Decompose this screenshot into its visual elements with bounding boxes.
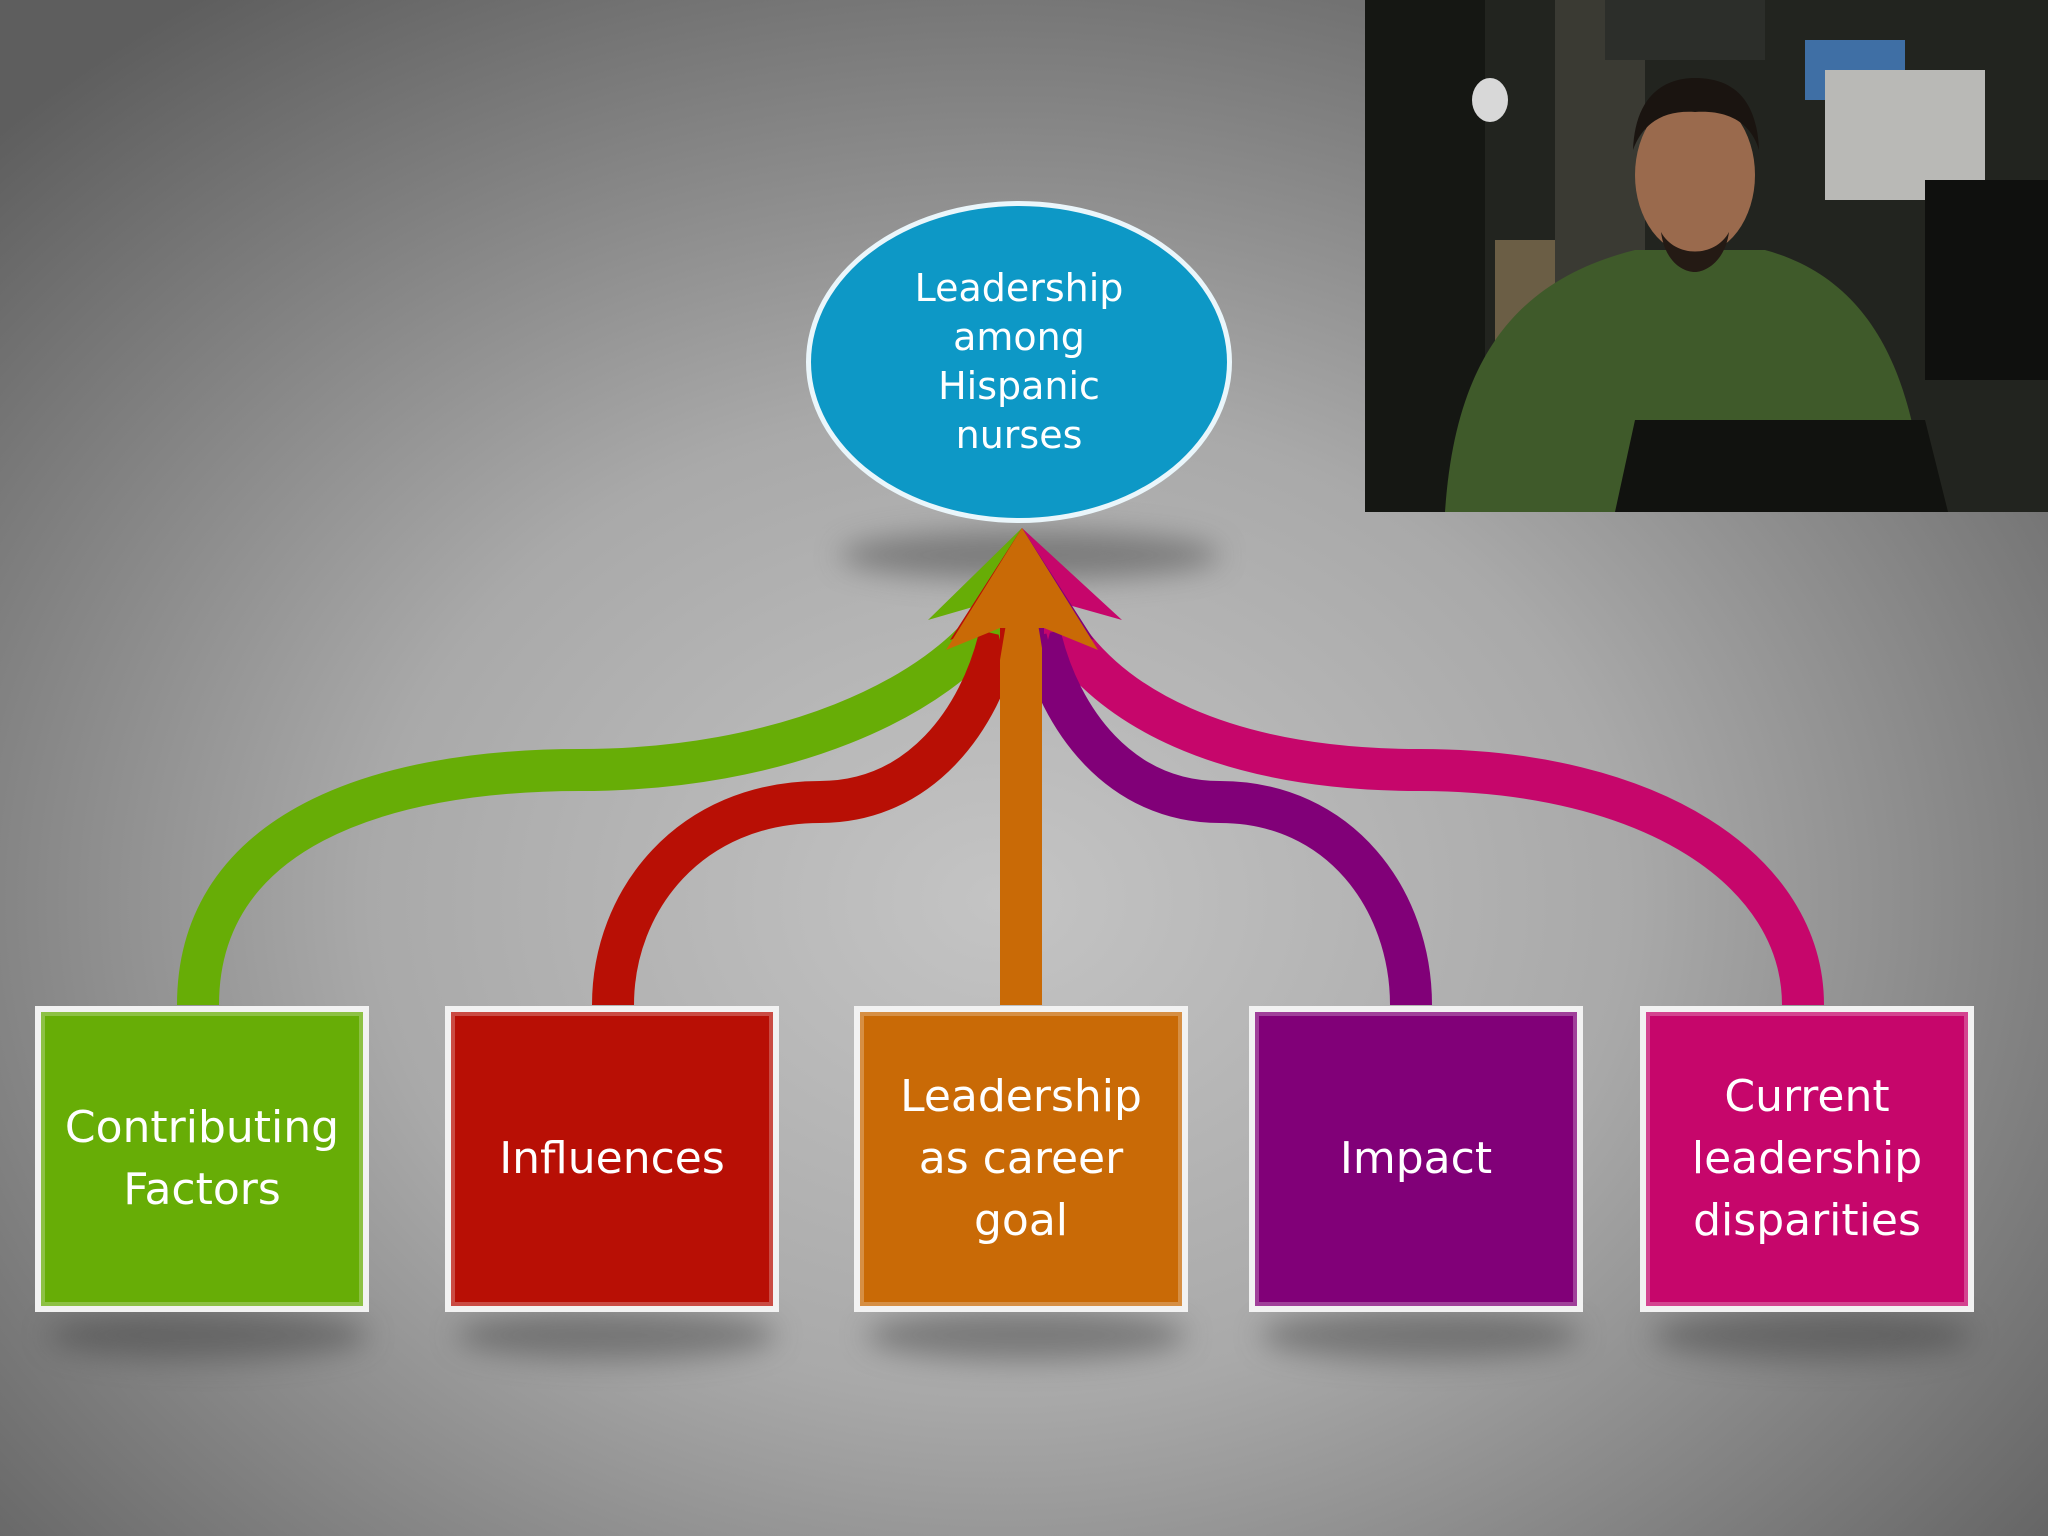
center-oval-label: Leadership among Hispanic nurses [914,266,1124,457]
presenter-video [1365,0,2048,512]
box-leadership-career-goal-label: Leadership as career goal [900,1071,1142,1246]
arrow-disparities [1031,600,1824,1006]
arrow-influences [592,629,1021,1006]
box-shadow-5 [1652,1310,1972,1360]
box-influences: Influences [445,1006,779,1312]
arrow-impact [1019,629,1432,1006]
center-oval: Leadership among Hispanic nurses [806,201,1232,523]
arrow-contributing [177,597,1018,1006]
box-shadow-1 [48,1310,368,1360]
box-impact-label: Impact [1339,1133,1493,1184]
presenter-video-icon [1365,0,2048,512]
box-shadow-2 [456,1310,776,1360]
box-influences-label: Influences [499,1133,725,1184]
box-current-leadership-disparities-label: Current leadership disparities [1691,1071,1923,1246]
box-contributing-factors-label: Contributing Factors [64,1102,340,1215]
box-shadow-3 [866,1310,1186,1360]
box-contributing-factors: Contributing Factors [35,1006,369,1312]
box-current-leadership-disparities: Current leadership disparities [1640,1006,1974,1312]
arrowhead-career-goal [946,528,1098,650]
box-leadership-career-goal: Leadership as career goal [854,1006,1188,1312]
box-impact: Impact [1249,1006,1583,1312]
box-shadow-4 [1260,1310,1580,1360]
